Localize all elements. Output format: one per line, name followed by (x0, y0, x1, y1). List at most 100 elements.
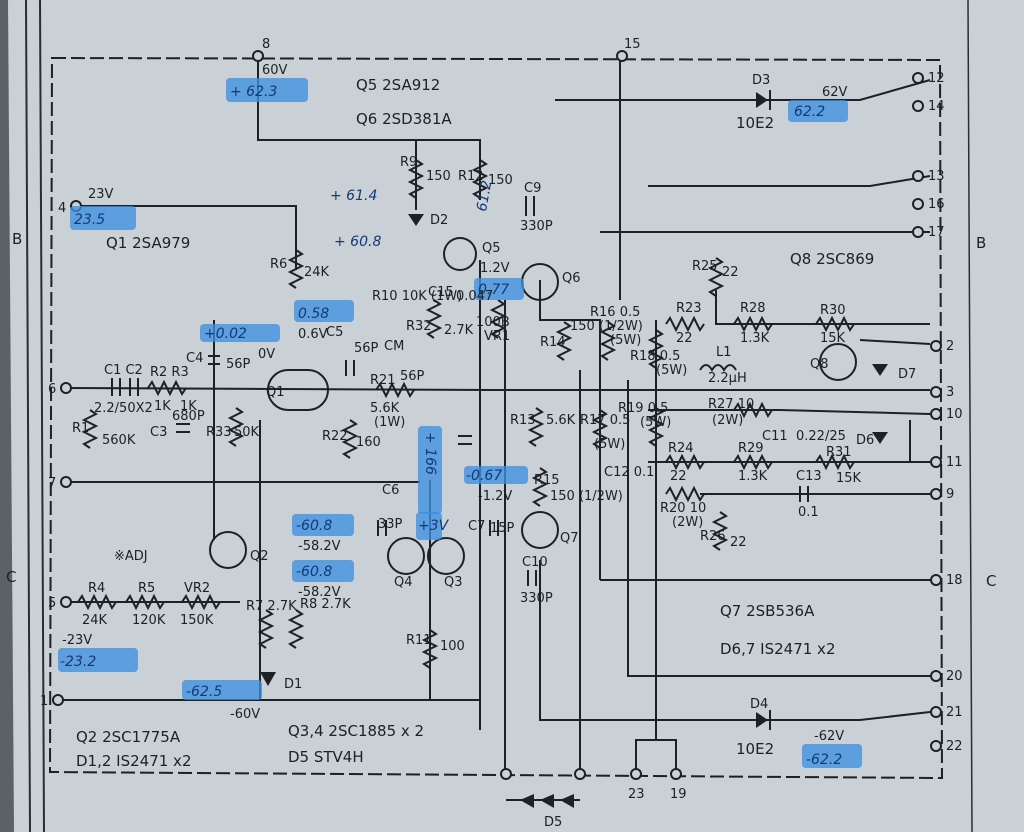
label-r17-watt: (5W) (594, 437, 625, 452)
label-d2: D2 (430, 213, 448, 228)
terminal-17: 17 (928, 225, 945, 240)
label-cm-value: 56P (400, 369, 425, 384)
label-r10: R10 10K (1W) (372, 289, 462, 304)
terminal-5: 5 (48, 596, 56, 611)
q1-symbol (267, 369, 329, 411)
label-c10-value: 330P (520, 591, 553, 606)
label-c3: C3 (150, 425, 167, 440)
label-r33-value: 50K (234, 425, 260, 440)
terminal-21: 21 (946, 705, 963, 720)
part-q8: Q8 2SC869 (790, 250, 874, 268)
label-r24: R24 (668, 441, 694, 456)
part-q7: Q7 2SB536A (720, 602, 815, 620)
label-c6: C6 (382, 483, 399, 498)
label-c9: C9 (524, 181, 541, 196)
label-r33: R33 (206, 425, 232, 440)
label-c12-value: 2.2/50X2 (94, 401, 153, 416)
label-r11: R11 (406, 633, 432, 648)
q3-symbol (427, 537, 465, 575)
note-166: + 166 (422, 432, 438, 475)
label-c13: C13 (796, 469, 822, 484)
note-60-8: + 60.8 (334, 234, 381, 250)
terminal-19: 19 (670, 787, 687, 802)
label-r21-value: 5.6K (370, 401, 400, 416)
voltage-neg-60: -60V (230, 707, 260, 722)
q7-symbol (521, 511, 559, 549)
label-r2-value: 1K (154, 399, 171, 414)
note-neg-60-8-b: -60.8 (296, 564, 332, 580)
label-r21-watt: (1W) (374, 415, 405, 430)
label-r13: R13 (510, 413, 536, 428)
note-neg-60-8-a: -60.8 (296, 518, 332, 534)
terminal-6: 6 (48, 382, 56, 397)
q4-symbol (387, 537, 425, 575)
label-r27: R27 10 (708, 397, 754, 412)
label-cm: CM (384, 339, 404, 354)
q5-symbol (443, 237, 477, 271)
label-d7: D7 (898, 367, 916, 382)
highlights (58, 78, 862, 768)
part-d5: D5 STV4H (288, 748, 364, 766)
label-r8: R8 2.7K (300, 597, 351, 612)
terminal-12: 12 (928, 71, 945, 86)
part-q5: Q5 2SA912 (356, 76, 440, 94)
label-vr1-value: 100B (476, 315, 510, 330)
label-r27-watt: (2W) (712, 413, 743, 428)
part-q6: Q6 2SD381A (356, 110, 452, 128)
label-c5-value: 56P (354, 341, 379, 356)
label-q3: Q3 (444, 575, 463, 590)
terminal-22: 22 (946, 739, 963, 754)
label-vr1: VR1 (484, 329, 510, 344)
component-labels: D3 10E2 D4 10E2 D2 D1 R9 150 R12 150 C9 … (72, 73, 916, 830)
label-r1-value: 560K (102, 433, 136, 448)
label-c11: C11 (762, 429, 788, 444)
terminal-3: 3 (946, 385, 954, 400)
label-q6: Q6 (562, 271, 581, 286)
label-c4: C4 (186, 351, 203, 366)
terminal-15: 15 (624, 37, 641, 52)
label-vr2: VR2 (184, 581, 210, 596)
label-r13-value: 5.6K (546, 413, 576, 428)
label-r9-value: 150 (426, 169, 451, 184)
label-d3-value: 10E2 (736, 114, 774, 132)
label-r20: R20 10 (660, 501, 706, 516)
label-d4-value: 10E2 (736, 740, 774, 758)
terminal-labels: 8 15 4 6 7 5 1 12 14 13 16 17 2 3 10 11 … (40, 37, 963, 802)
label-r3-value: 1K (180, 399, 197, 414)
wiring (60, 56, 931, 772)
note-neg-23-2: -23.2 (60, 654, 96, 670)
part-q2: Q2 2SC1775A (76, 728, 181, 746)
note-0-77: 0.77 (478, 282, 509, 298)
terminal-circles (52, 50, 942, 780)
note-3v: +3V (418, 518, 450, 534)
resistor-symbols (77, 159, 855, 669)
label-d1: D1 (284, 677, 302, 692)
label-c6-value: 33P (378, 517, 403, 532)
label-q2: Q2 (250, 549, 269, 564)
part-q1: Q1 2SA979 (106, 234, 190, 252)
note-neg-62-5: -62.5 (186, 684, 222, 700)
label-q5: Q5 (482, 241, 501, 256)
terminal-4: 4 (58, 201, 66, 216)
label-r28-value: 1.3K (740, 331, 770, 346)
label-r7: R7 2.7K (246, 599, 297, 614)
label-c7-value: 15P (490, 521, 515, 536)
paper (8, 0, 1024, 832)
printed-voltages: 60V 23V 62V -23V -60V -62V 0.6V 0V 1.2V … (62, 63, 848, 744)
note-62-2-top: 62.2 (794, 104, 825, 120)
label-r31-value: 15K (836, 471, 862, 486)
terminal-8: 8 (262, 37, 270, 52)
label-r24-value: 22 (670, 469, 687, 484)
label-r12-value: 150 (488, 173, 513, 188)
label-r26: R26 (700, 529, 726, 544)
marker-c-right: C (986, 572, 996, 590)
label-r6: R6 (270, 257, 287, 272)
label-r29: R29 (738, 441, 764, 456)
terminal-13: 13 (928, 169, 945, 184)
label-q8: Q8 (810, 357, 829, 372)
label-c9-value: 330P (520, 219, 553, 234)
note-61-2: 61.2 (474, 179, 495, 213)
label-l1-value: 2.2μH (708, 371, 747, 386)
label-c10: C10 (522, 555, 548, 570)
note-23-5: 23.5 (74, 212, 105, 228)
